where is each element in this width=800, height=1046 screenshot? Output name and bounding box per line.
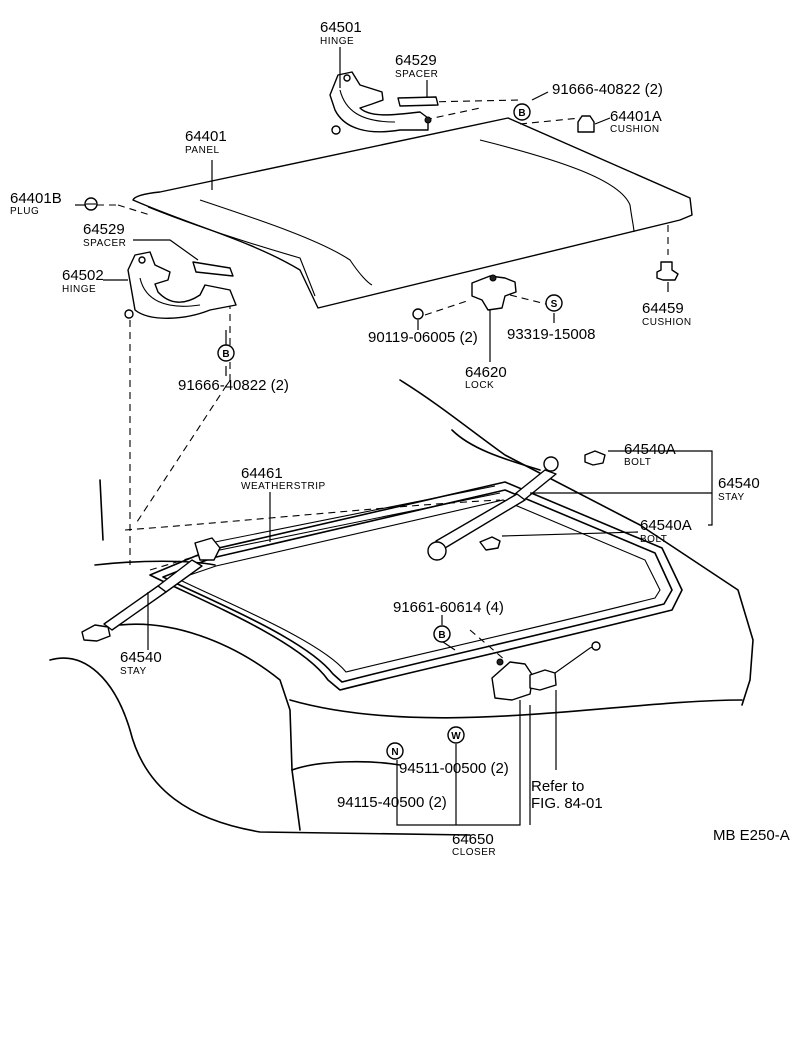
vehicle-body-outline bbox=[49, 379, 754, 836]
plug-part[interactable] bbox=[84, 197, 98, 211]
label-64620: 64620 LOCK bbox=[465, 364, 507, 391]
label-94115: 94115-40500 (2) bbox=[337, 794, 447, 811]
part-name: WEATHERSTRIP bbox=[241, 481, 326, 492]
label-64529-left: 64529 SPACER bbox=[83, 221, 126, 249]
part-name: STAY bbox=[718, 492, 745, 503]
label-64650: 64650 CLOSER bbox=[452, 831, 496, 858]
part-name: HINGE bbox=[320, 36, 354, 47]
part-name: BOLT bbox=[640, 534, 667, 545]
part-number: 93319-15008 bbox=[507, 326, 595, 343]
part-number: 64502 bbox=[62, 267, 104, 284]
label-reference: Refer to FIG. 84-01 bbox=[531, 778, 603, 812]
label-bolt-top: 91666-40822 (2) bbox=[552, 81, 663, 98]
part-name: HINGE bbox=[62, 284, 96, 295]
label-64401: 64401 PANEL bbox=[185, 128, 227, 156]
label-64540a-top: 64540A BOLT bbox=[624, 441, 676, 468]
marker-label: N bbox=[391, 747, 398, 758]
spacer-left-part[interactable] bbox=[192, 261, 234, 277]
part-number: 64529 bbox=[395, 52, 437, 69]
cushion-64459-part[interactable] bbox=[656, 261, 679, 281]
marker-nut-94511: W bbox=[447, 726, 465, 744]
marker-bolt-top: B bbox=[513, 103, 531, 121]
label-64401a: 64401A CUSHION bbox=[610, 108, 662, 135]
label-64461: 64461 WEATHERSTRIP bbox=[241, 465, 326, 492]
back-door-panel bbox=[132, 117, 693, 309]
label-94511: 94511-00500 (2) bbox=[399, 760, 509, 777]
stay-left-part[interactable] bbox=[81, 537, 221, 642]
part-number: 64401A bbox=[610, 108, 662, 125]
reference-line-1: Refer to bbox=[531, 778, 584, 795]
closer-part[interactable] bbox=[491, 641, 601, 701]
label-64501: 64501 HINGE bbox=[320, 19, 362, 47]
part-number: 91666-40822 (2) bbox=[552, 81, 663, 98]
part-name: CLOSER bbox=[452, 847, 496, 858]
cushion-64401a-part[interactable] bbox=[577, 115, 595, 133]
label-91661: 91661-60614 (4) bbox=[393, 599, 504, 616]
part-number: 64540 bbox=[120, 649, 162, 666]
part-number: 90119-06005 (2) bbox=[368, 329, 478, 346]
drawing-code: MB E250-A bbox=[713, 827, 790, 844]
part-name: PANEL bbox=[185, 145, 220, 156]
part-number: 91666-40822 (2) bbox=[178, 377, 289, 394]
part-name: STAY bbox=[120, 666, 147, 677]
part-number: 64459 bbox=[642, 300, 684, 317]
label-64529-top: 64529 SPACER bbox=[395, 52, 438, 80]
part-number: 64650 bbox=[452, 831, 494, 848]
label-64540-left: 64540 STAY bbox=[120, 649, 162, 677]
spacer-top-part[interactable] bbox=[397, 96, 439, 124]
part-number: 91661-60614 (4) bbox=[393, 599, 504, 616]
stay-right-part[interactable] bbox=[427, 450, 606, 561]
leader-lines bbox=[75, 47, 713, 826]
marker-screw-93319: S bbox=[545, 294, 563, 312]
part-name: CUSHION bbox=[610, 124, 660, 135]
part-name: CUSHION bbox=[642, 317, 692, 328]
marker-label: B bbox=[438, 630, 445, 641]
part-number: 64540A bbox=[640, 517, 692, 534]
part-number: 64540 bbox=[718, 475, 760, 492]
part-number: 64401B bbox=[10, 190, 62, 207]
marker-bolt-left: B bbox=[217, 344, 235, 362]
weatherstrip-part[interactable] bbox=[199, 485, 501, 554]
part-number: 64540A bbox=[624, 441, 676, 458]
part-number: 64529 bbox=[83, 221, 125, 238]
part-name: BOLT bbox=[624, 457, 651, 468]
label-90119: 90119-06005 (2) bbox=[368, 329, 478, 346]
part-number: 94511-00500 (2) bbox=[399, 760, 509, 777]
part-number: 64401 bbox=[185, 128, 227, 145]
marker-label: S bbox=[551, 299, 558, 310]
part-number: 94115-40500 (2) bbox=[337, 794, 447, 811]
label-64540-right: 64540 STAY bbox=[718, 475, 760, 503]
label-93319: 93319-15008 bbox=[507, 326, 595, 343]
marker-bolt-91661: B bbox=[433, 625, 451, 643]
label-64401b: 64401B PLUG bbox=[10, 190, 62, 217]
label-64540a-mid: 64540A BOLT bbox=[640, 517, 692, 545]
part-number: 64501 bbox=[320, 19, 362, 36]
label-bolt-left: 91666-40822 (2) bbox=[178, 377, 289, 394]
part-name: LOCK bbox=[465, 380, 494, 391]
part-name: PLUG bbox=[10, 206, 39, 217]
marker-label: W bbox=[451, 731, 461, 742]
label-64502: 64502 HINGE bbox=[62, 267, 104, 295]
part-number: 64620 bbox=[465, 364, 507, 381]
lock-part[interactable] bbox=[412, 274, 517, 320]
part-number: 64461 bbox=[241, 465, 283, 482]
marker-label: B bbox=[518, 108, 525, 119]
hinge-top-part[interactable] bbox=[329, 71, 429, 135]
label-64459: 64459 CUSHION bbox=[642, 300, 692, 328]
part-name: SPACER bbox=[395, 69, 438, 80]
hinge-left-part[interactable] bbox=[124, 251, 237, 319]
part-name: SPACER bbox=[83, 238, 126, 249]
door-frame bbox=[149, 481, 683, 691]
marker-label: B bbox=[222, 349, 229, 360]
marker-nut-94115: N bbox=[386, 742, 404, 760]
reference-line-2: FIG. 84-01 bbox=[531, 795, 603, 812]
